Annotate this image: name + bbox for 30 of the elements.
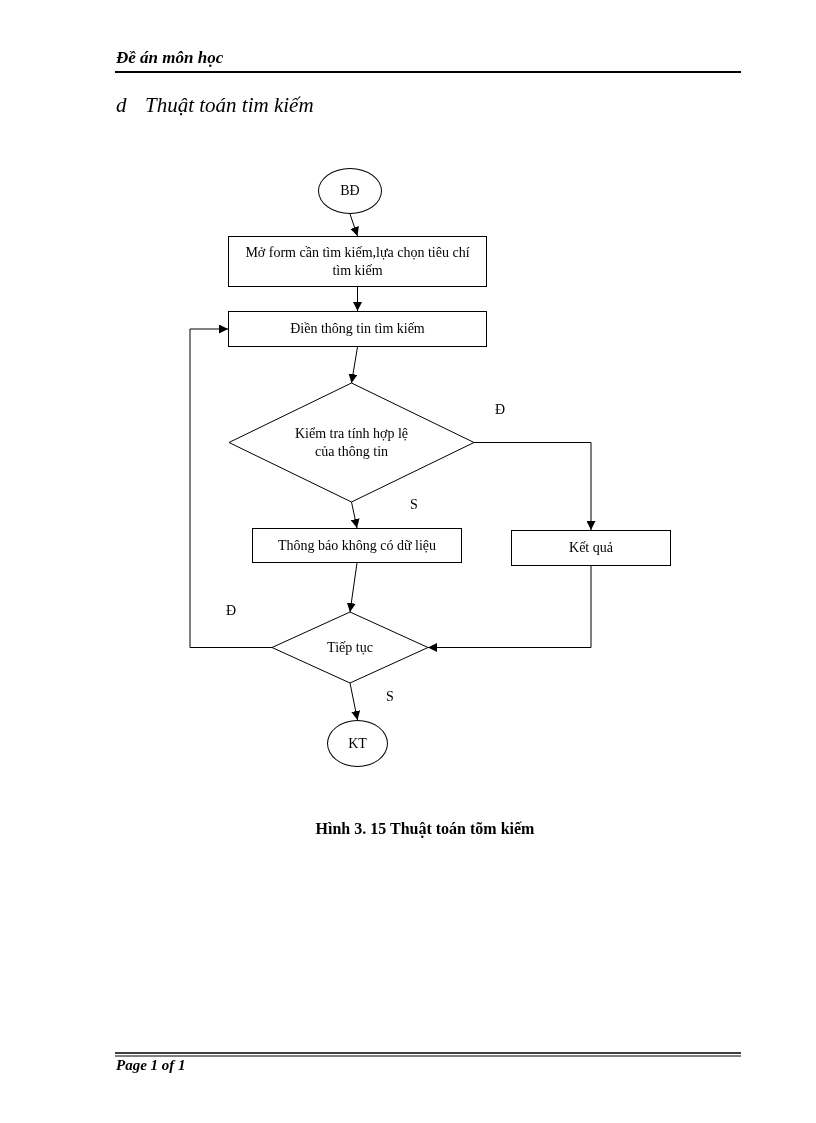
process-box xyxy=(511,530,671,566)
process-box xyxy=(252,528,462,563)
process-box xyxy=(228,236,487,287)
edge-label: Đ xyxy=(495,402,506,418)
node-label: Kiểm tra tính hợp lệ của thông tin xyxy=(293,424,410,461)
arrow xyxy=(473,442,596,531)
edge-label: S xyxy=(386,689,394,705)
arrow xyxy=(427,565,592,652)
figure-caption: Hình 3. 15 Thuật toán tõm kiếm xyxy=(315,820,535,837)
edge-label: S xyxy=(410,497,418,513)
arrow xyxy=(189,324,273,648)
node-label: Mở form cần tìm kiếm,lựa chọn tiêu chí tìm kiếm xyxy=(244,243,471,280)
node-label: Tiếp tục xyxy=(326,638,374,657)
node-label: BĐ xyxy=(339,182,361,200)
page-footer: Page 1 of 1 xyxy=(116,1057,186,1074)
page-header: Đề án môn học xyxy=(116,48,224,68)
process-box xyxy=(228,311,487,347)
node-label: Thông báo không có dữ liệu xyxy=(276,536,438,555)
arrow xyxy=(349,682,361,721)
node-label: Điền thông tin tìm kiếm xyxy=(289,320,426,338)
arrow xyxy=(348,346,358,384)
arrow xyxy=(353,286,362,312)
node-label: Kết quả xyxy=(568,539,614,557)
node-label: KT xyxy=(347,734,368,753)
arrow xyxy=(346,562,358,613)
edge-label: Đ xyxy=(226,603,237,619)
arrow xyxy=(350,501,360,529)
arrow xyxy=(349,213,359,237)
section-letter: d xyxy=(116,93,127,118)
section-title: Thuật toán tim kiếm xyxy=(145,93,314,118)
